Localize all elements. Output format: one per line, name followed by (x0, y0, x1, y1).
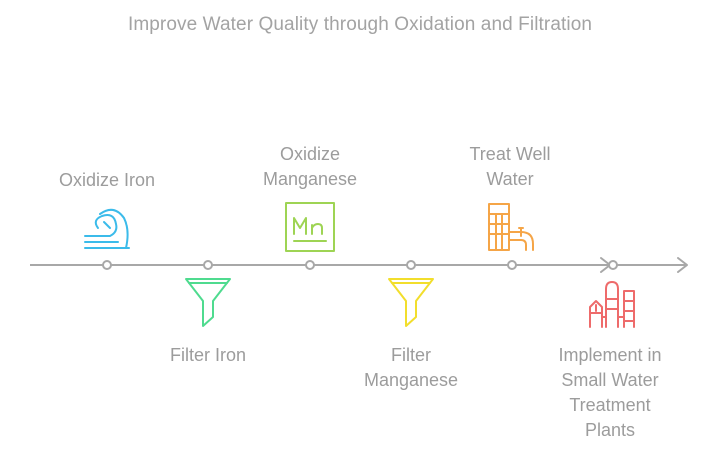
filter-iron-icon (181, 275, 235, 329)
timeline-node-5 (507, 260, 517, 270)
step-label-oxidize-iron: Oxidize Iron (58, 170, 156, 190)
well-water-tank-icon (485, 200, 539, 254)
timeline-node-4 (406, 260, 416, 270)
timeline-node-2 (203, 260, 213, 270)
treatment-plant-icon (586, 277, 640, 331)
filter-manganese-icon (384, 275, 438, 329)
manganese-element-icon (283, 200, 337, 254)
timeline-node-1 (102, 260, 112, 270)
timeline-node-3 (305, 260, 315, 270)
step-label-filter-iron: Filter Iron (169, 345, 247, 365)
timeline-node-6 (608, 260, 618, 270)
oxidize-iron-icon (80, 202, 134, 256)
diagram-title: Improve Water Quality through Oxidation … (127, 14, 593, 35)
